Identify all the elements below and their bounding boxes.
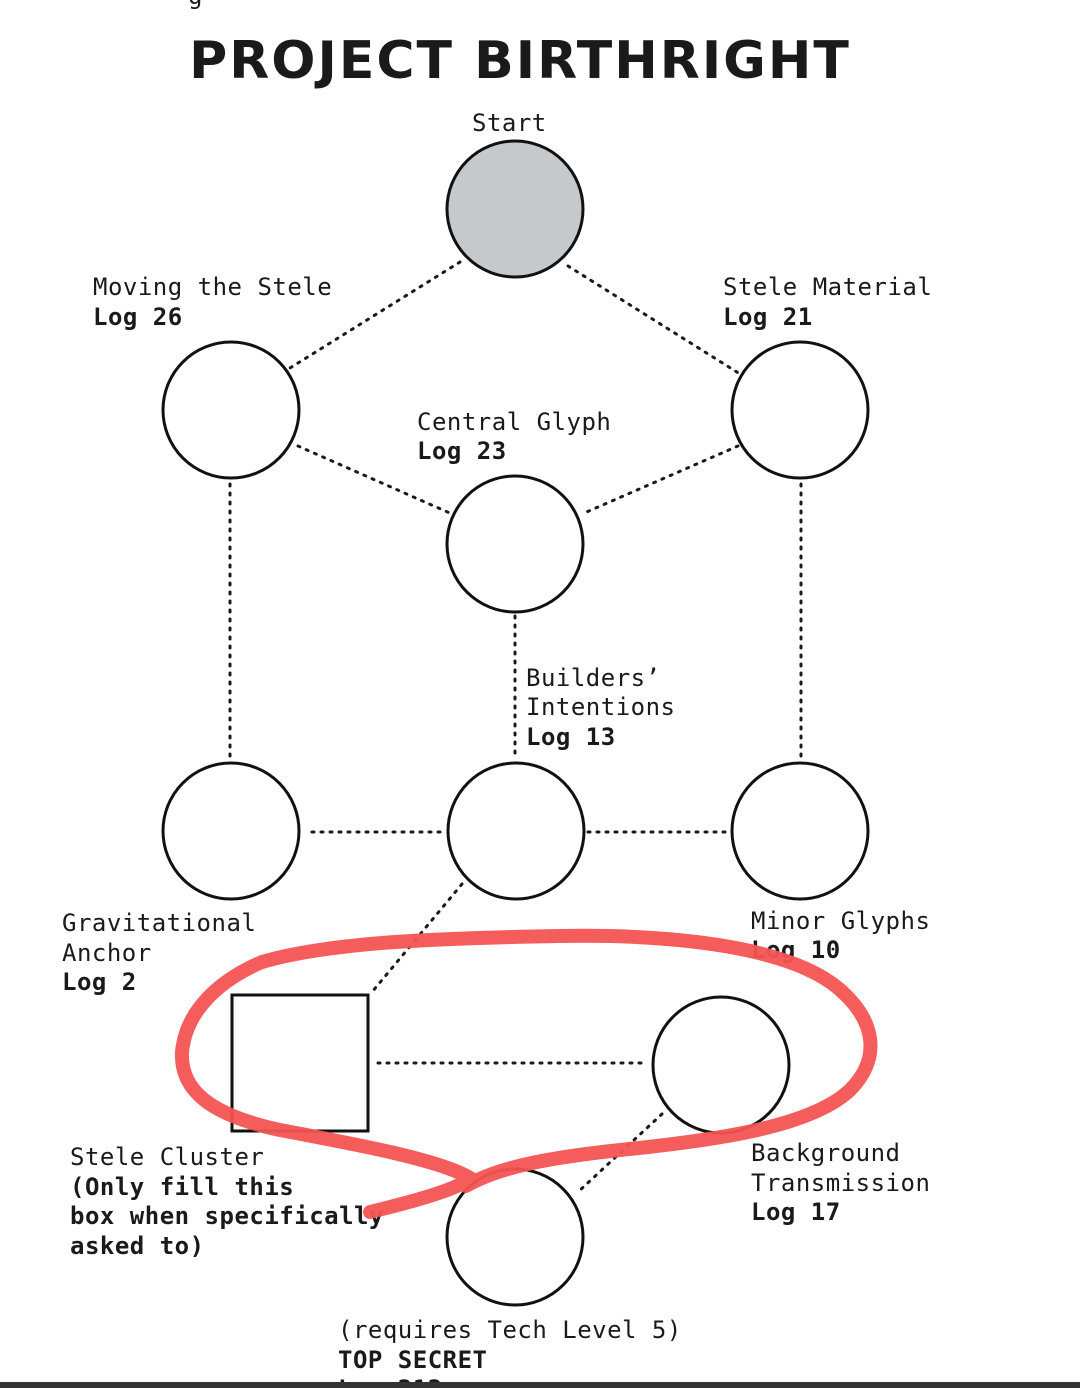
label-builders-line1: Builders’ xyxy=(526,664,661,692)
label-builders-line2: Intentions xyxy=(526,693,676,721)
bottom-edge-bar xyxy=(0,1382,1080,1388)
label-top-secret: TOP SECRET xyxy=(338,1346,488,1374)
label-stele-material: Stele Material xyxy=(723,273,932,301)
node-gravitational-anchor[interactable] xyxy=(161,761,301,901)
label-background-line1: Background xyxy=(751,1139,901,1167)
label-top-secret-requirement: (requires Tech Level 5) xyxy=(338,1316,682,1344)
edge-start-material xyxy=(566,264,742,376)
log-gravitational-anchor: Log 2 xyxy=(62,968,137,996)
red-annotation-scribble xyxy=(174,928,878,1219)
label-stele-cluster: Stele Cluster xyxy=(70,1143,264,1171)
edge-moving-central xyxy=(296,444,454,516)
label-start: Start xyxy=(472,109,547,137)
node-background-transmission[interactable] xyxy=(651,995,791,1135)
cropped-text-fragment: g xyxy=(188,0,203,10)
label-gravitational-line1: Gravitational xyxy=(62,909,256,937)
note-stele-cluster-line1: (Only fill this xyxy=(70,1173,294,1201)
node-stele-cluster-box[interactable] xyxy=(230,993,370,1133)
node-central-glyph[interactable] xyxy=(445,474,585,614)
log-central-glyph: Log 23 xyxy=(417,437,507,465)
note-stele-cluster-line3: asked to) xyxy=(70,1232,205,1260)
node-moving-the-stele[interactable] xyxy=(161,340,301,480)
label-gravitational-line2: Anchor xyxy=(62,939,152,967)
edge-builders-cluster xyxy=(370,882,464,994)
node-start[interactable] xyxy=(445,139,585,279)
label-background-line2: Transmission xyxy=(751,1169,930,1197)
log-background-transmission: Log 17 xyxy=(751,1198,841,1226)
label-moving-the-stele: Moving the Stele xyxy=(93,273,332,301)
label-minor-glyphs: Minor Glyphs xyxy=(751,907,930,935)
node-minor-glyphs[interactable] xyxy=(730,761,870,901)
edge-start-moving xyxy=(288,260,462,370)
edge-material-central xyxy=(580,444,740,516)
log-stele-material: Log 21 xyxy=(723,303,813,331)
log-builders-intentions: Log 13 xyxy=(526,723,616,751)
node-stele-material[interactable] xyxy=(730,340,870,480)
label-central-glyph: Central Glyph xyxy=(417,408,611,436)
page-title: PROJECT BIRTHRIGHT xyxy=(189,31,851,91)
node-builders-intentions[interactable] xyxy=(446,761,586,901)
log-moving-the-stele: Log 26 xyxy=(93,303,183,331)
note-stele-cluster-line2: box when specifically xyxy=(70,1202,384,1230)
